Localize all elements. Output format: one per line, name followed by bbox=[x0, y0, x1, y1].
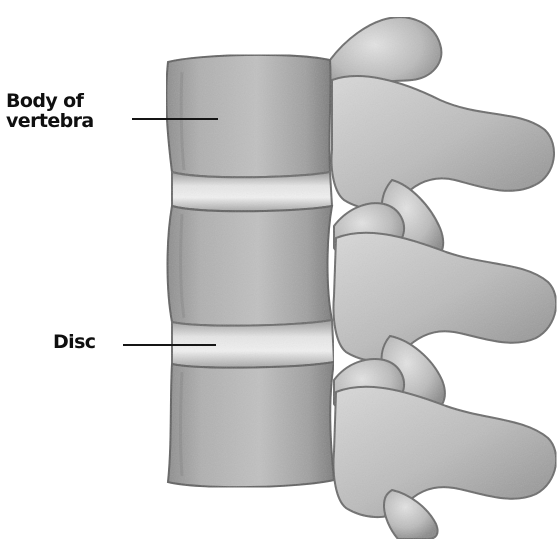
body-of-vertebra-label-line2: vertebra bbox=[6, 111, 94, 131]
vertebral-body-bottom bbox=[168, 362, 334, 487]
body-of-vertebra-label-line1: Body of bbox=[6, 91, 94, 111]
inferior-articular-process-bottom bbox=[384, 490, 438, 539]
posterior-processes bbox=[330, 17, 556, 539]
disc-leader-line bbox=[123, 344, 216, 346]
spinous-process-mid bbox=[334, 233, 557, 361]
vertebral-body-top bbox=[166, 55, 330, 177]
spinous-process-bottom bbox=[334, 387, 557, 517]
disc-label: Disc bbox=[53, 333, 95, 352]
vertebral-body-middle bbox=[168, 206, 333, 326]
body-of-vertebra-label: Body of vertebra bbox=[6, 91, 94, 131]
spinous-process-top bbox=[332, 76, 555, 209]
body-of-vertebra-leader-line bbox=[132, 118, 218, 120]
intervertebral-disc-upper bbox=[172, 172, 332, 211]
